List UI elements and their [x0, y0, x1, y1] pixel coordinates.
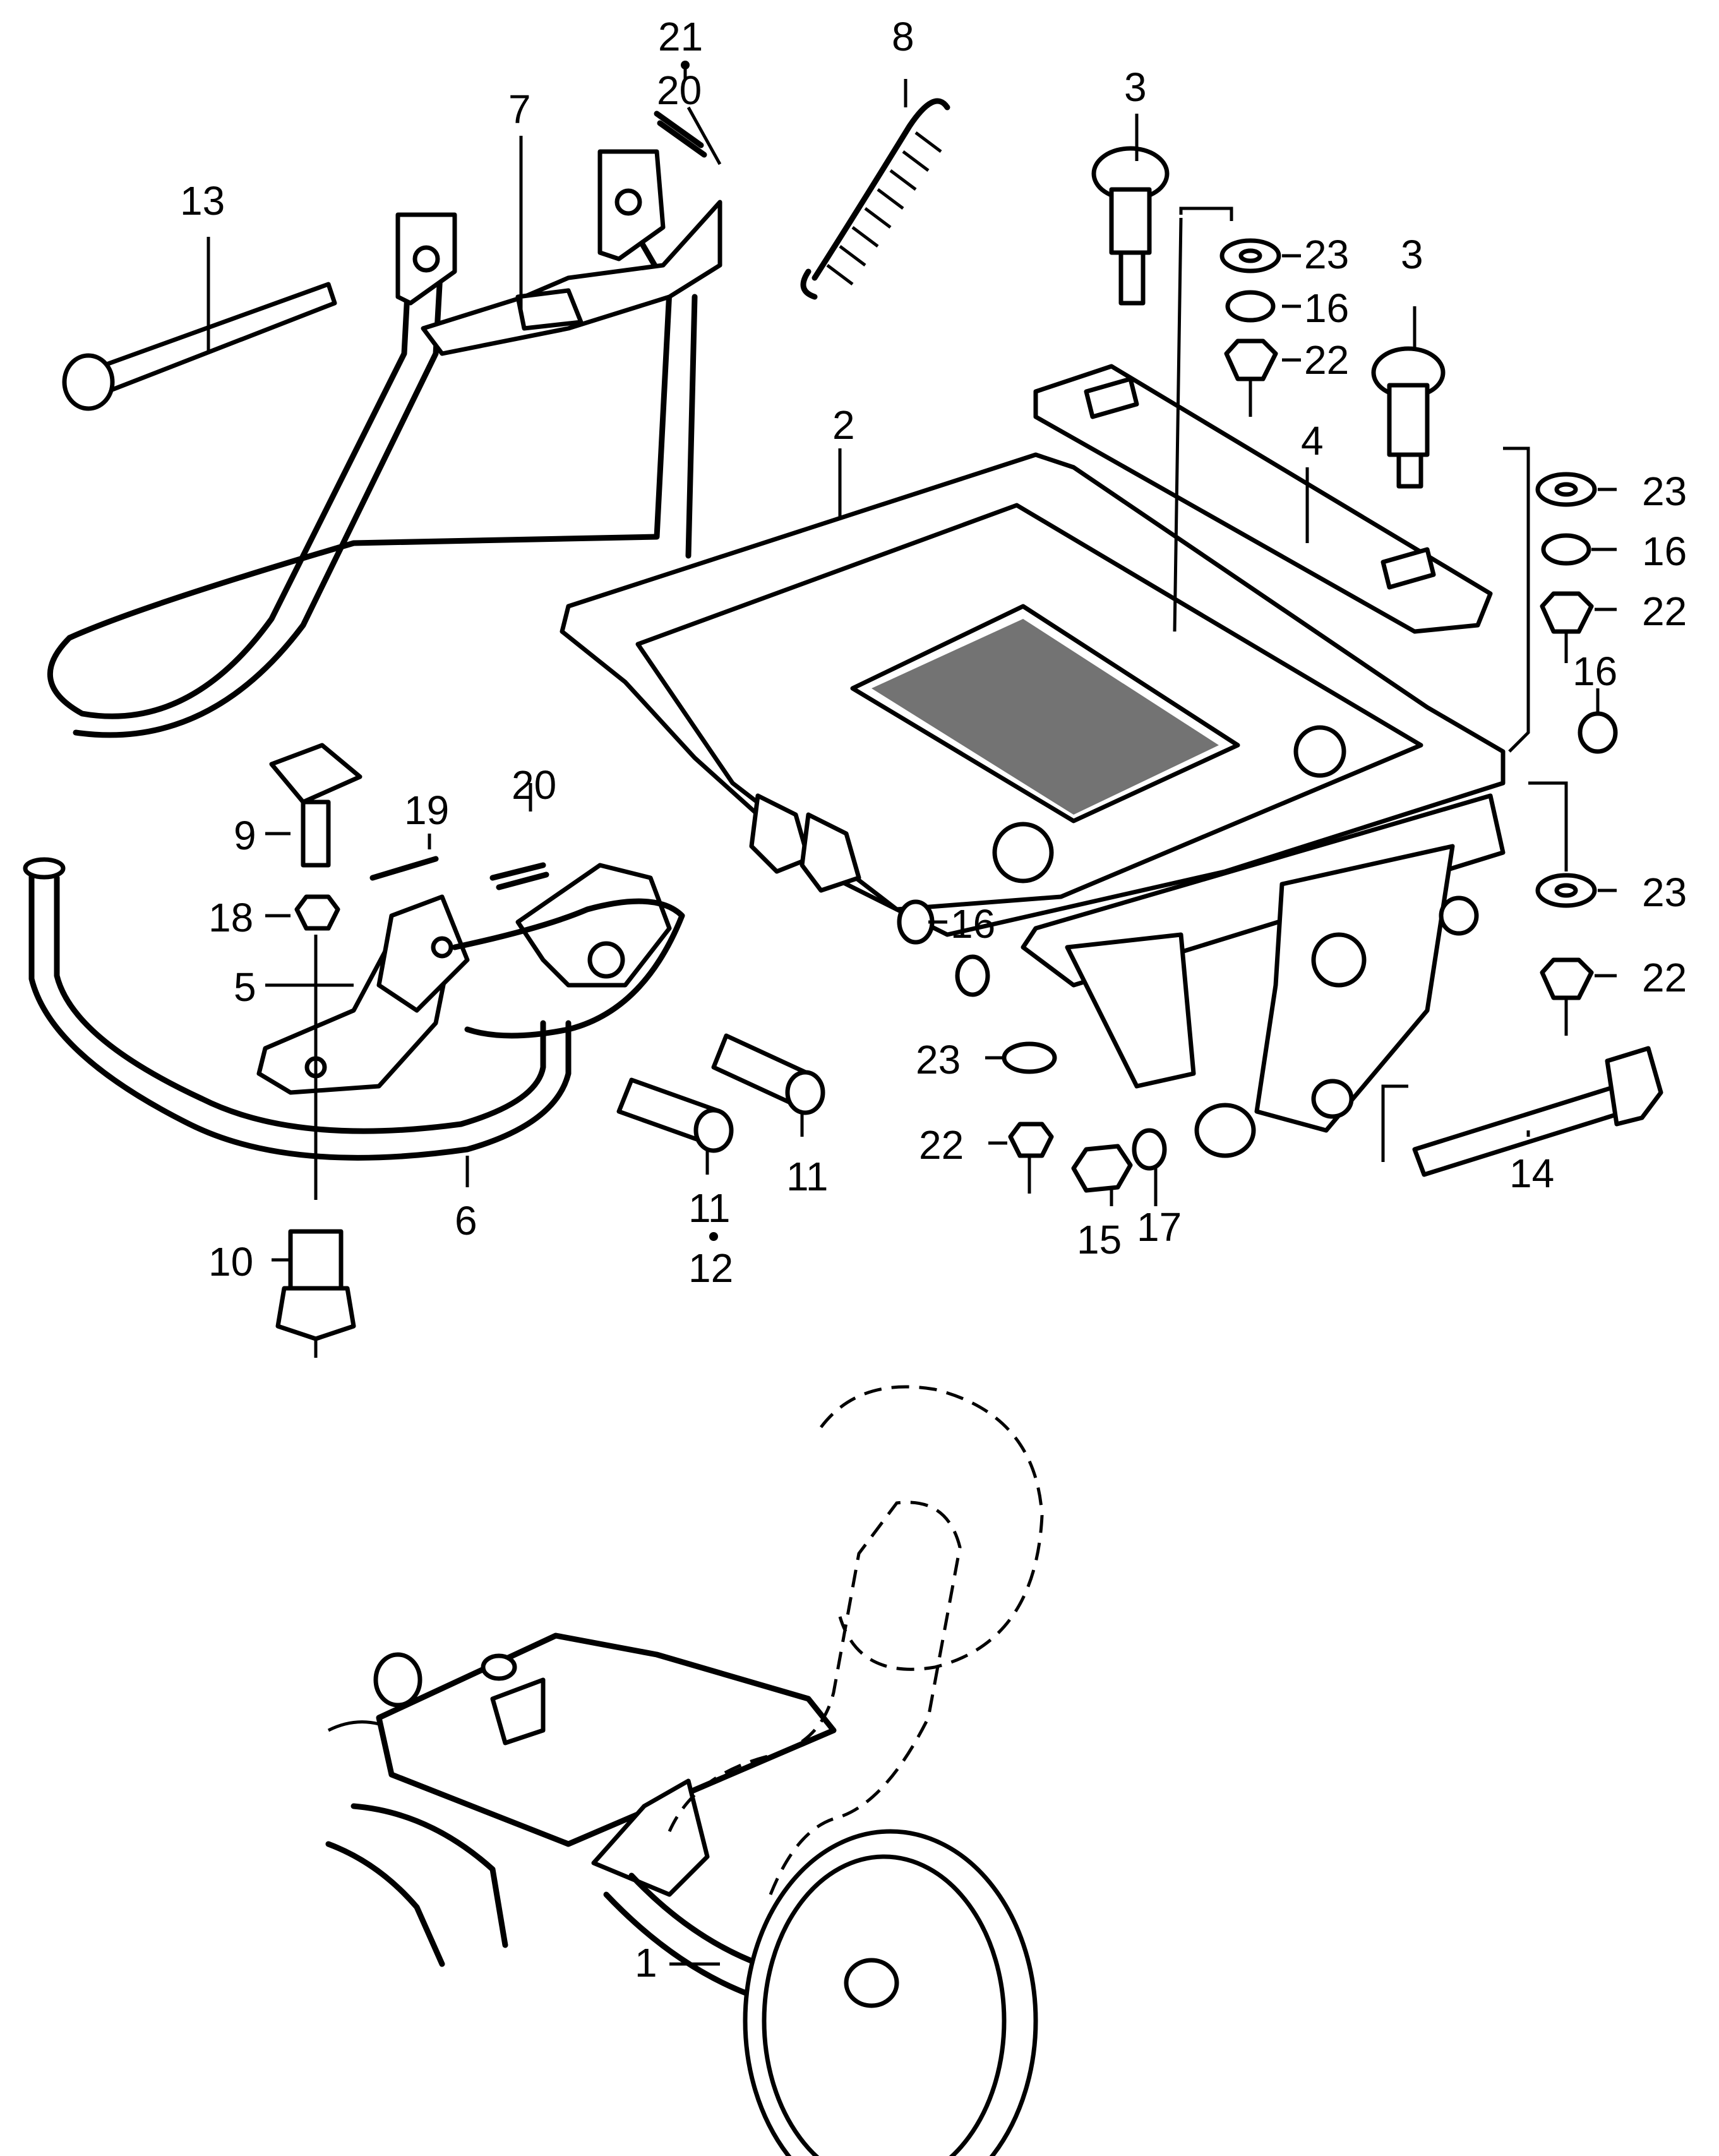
washer-23-a — [1219, 238, 1281, 273]
nut-18 — [294, 894, 340, 931]
callout-3: 3 — [1401, 232, 1423, 277]
bolt-right — [1371, 346, 1446, 489]
washer-23-d — [1535, 873, 1597, 908]
callout-10: 10 — [208, 1239, 253, 1285]
callout-18: 18 — [208, 895, 253, 940]
callout-4: 4 — [1301, 418, 1324, 464]
callout-3: 3 — [1124, 64, 1147, 110]
callout-20: 20 — [657, 68, 702, 113]
callout-15: 15 — [1077, 1217, 1122, 1262]
bracket-plate — [560, 452, 1506, 1158]
pin-11-a — [616, 1077, 734, 1153]
callout-9: 9 — [234, 813, 256, 858]
cotter-pin-lower — [489, 862, 549, 890]
callout-2: 2 — [832, 402, 855, 448]
callout-11: 11 — [786, 1154, 828, 1199]
lock-washer-16-c — [1578, 711, 1618, 754]
callout-23: 23 — [1642, 870, 1687, 915]
callout-23: 23 — [916, 1037, 961, 1082]
callout-16: 16 — [1642, 529, 1687, 574]
nut-22-b — [1540, 591, 1594, 634]
lock-washer-16-a — [1225, 290, 1276, 323]
callout-12: 12 — [688, 1245, 733, 1291]
installed-view — [325, 1385, 1044, 2156]
callout-11: 11 — [688, 1185, 730, 1231]
callout-22: 22 — [1642, 955, 1687, 1000]
mounting-strip — [1033, 364, 1493, 634]
callout-17: 17 — [1137, 1204, 1182, 1250]
pin-19 — [369, 856, 439, 881]
callout-14: 14 — [1509, 1151, 1554, 1196]
nut-22-d — [1540, 957, 1594, 1000]
callout-16: 16 — [1572, 649, 1617, 694]
callout-8: 8 — [892, 14, 914, 59]
side-stand-bracket — [256, 894, 470, 1095]
callout-23: 23 — [1642, 469, 1687, 514]
long-bolt — [1412, 1046, 1663, 1177]
lock-washer-16-e — [955, 954, 990, 997]
callout-16: 16 — [950, 901, 995, 947]
main-stand — [47, 149, 722, 738]
callout-20: 20 — [512, 762, 556, 808]
nut-22-a — [1224, 338, 1278, 381]
washer-17 — [1132, 1128, 1167, 1171]
lock-washer-16-b — [1541, 533, 1591, 566]
callout-22: 22 — [1304, 337, 1349, 383]
callout-numbers: 21 20 8 7 13 3 23 16 22 3 2 4 23 16 22 1… — [180, 14, 1687, 1985]
callout-13: 13 — [180, 178, 225, 224]
callout-5: 5 — [234, 964, 256, 1010]
callout-22: 22 — [919, 1122, 964, 1168]
callout-1: 1 — [635, 1940, 657, 1985]
nut-15 — [1071, 1144, 1133, 1193]
bolt-10 — [275, 1229, 356, 1341]
washer-23-b — [1535, 472, 1597, 507]
leader-lines — [207, 63, 1617, 1966]
t-bolt — [269, 743, 362, 868]
bolt-left — [1091, 146, 1170, 306]
callout-21: 21 — [658, 14, 703, 59]
stand-pivot-pin — [62, 282, 337, 411]
callout-16: 16 — [1304, 285, 1349, 331]
lock-washer-16-d — [897, 899, 935, 945]
callout-22: 22 — [1642, 589, 1687, 634]
side-stand — [23, 857, 572, 1161]
cotter-pin-upper — [654, 111, 707, 158]
washer-23-c — [1002, 1041, 1057, 1074]
nut-22-c — [1008, 1122, 1054, 1158]
pivot-arm — [452, 863, 685, 1039]
callout-6: 6 — [455, 1198, 477, 1243]
callout-7: 7 — [508, 87, 531, 132]
callout-23: 23 — [1304, 232, 1349, 277]
callout-19: 19 — [404, 788, 449, 833]
pin-11-b — [711, 1033, 825, 1115]
stand-spring — [800, 98, 950, 300]
